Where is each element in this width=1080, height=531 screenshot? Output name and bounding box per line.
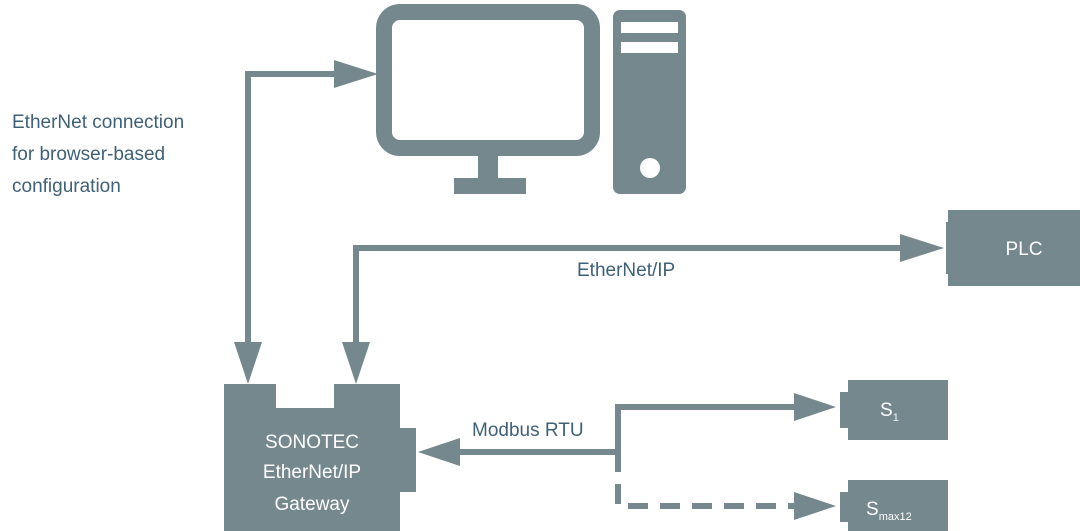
svg-text:EtherNet connection: EtherNet connection [12,112,184,133]
ethernet-ip-line [342,234,944,384]
gateway-label-line1: SONOTEC [265,432,359,453]
sensor-max-node: Smax12 [840,480,948,531]
sensor-1-node: S1 [840,380,948,440]
ethernet-ip-label: EtherNet/IP [577,260,675,281]
computer-tower-icon [613,10,686,194]
svg-text:for browser-based: for browser-based [12,144,165,165]
gateway-node: SONOTEC EtherNet/IP Gateway [224,384,416,531]
gateway-label-line3: Gateway [275,494,350,515]
svg-text:configuration: configuration [12,176,121,197]
plc-label: PLC [1006,239,1043,260]
sensor-max-label: Smax12 [866,499,912,523]
sensor-1-label: S1 [880,400,899,424]
config-connection-line [234,60,378,384]
plc-node: PLC [946,210,1080,286]
modbus-line [418,393,836,520]
gateway-label-line2: EtherNet/IP [263,462,361,483]
monitor-icon [376,4,600,194]
ethernet-config-label: EtherNet connection for browser-based co… [12,112,184,197]
modbus-label: Modbus RTU [472,420,584,441]
